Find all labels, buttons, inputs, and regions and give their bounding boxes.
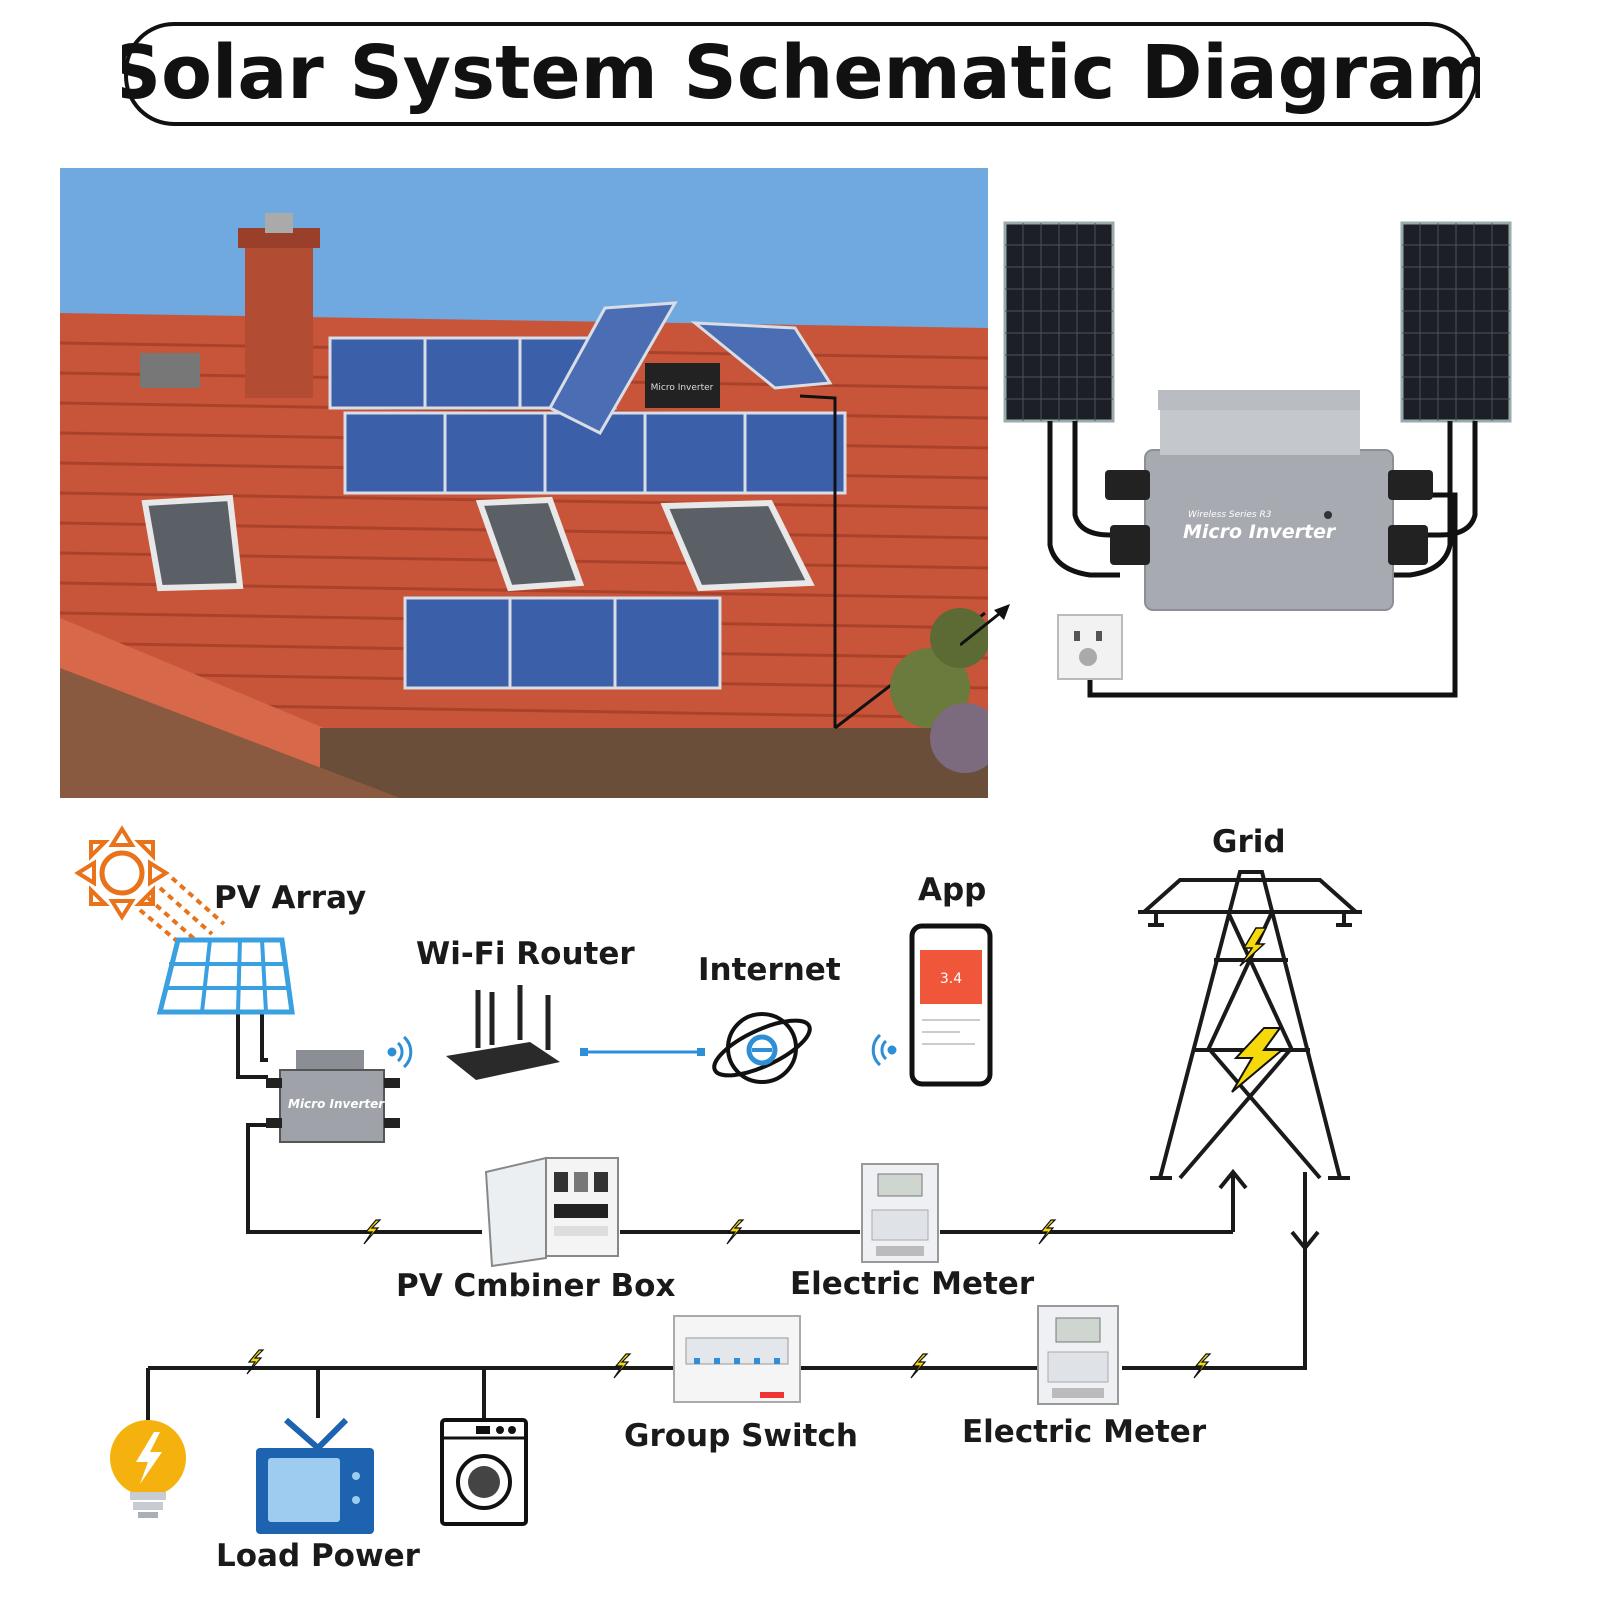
solar-panel-icon bbox=[156, 937, 295, 1015]
internet-label: Internet bbox=[698, 952, 841, 988]
tv-icon bbox=[256, 1417, 374, 1534]
wifi-signal-icon bbox=[871, 1033, 897, 1067]
solar-panel-icon bbox=[1400, 221, 1512, 423]
group-switch-icon bbox=[673, 1315, 801, 1403]
small-inverter-label: Micro Inverter bbox=[288, 1097, 385, 1111]
electric-meter-1-label: Electric Meter bbox=[790, 1266, 1035, 1302]
transmission-tower-icon bbox=[1138, 870, 1362, 1180]
inverter-illustration: Wireless Series R3 Micro Inverter bbox=[1000, 205, 1580, 735]
load-power-label: Load Power bbox=[216, 1538, 420, 1574]
roof-inverter-text: Micro Inverter bbox=[651, 383, 714, 393]
inverter-label: Micro Inverter bbox=[1183, 521, 1337, 543]
wall-socket-icon bbox=[1057, 614, 1123, 680]
solar-panel-icon bbox=[1003, 221, 1115, 423]
schematic: Micro Inverter 3.4 bbox=[74, 825, 1362, 1534]
washing-machine-icon bbox=[440, 1418, 528, 1526]
combiner-box-icon bbox=[484, 1156, 619, 1268]
sun-icon bbox=[74, 825, 170, 921]
lightning-bolt-icon bbox=[1239, 927, 1268, 967]
micro-inverter-icon: Micro Inverter bbox=[266, 1050, 400, 1143]
wifi-router-label: Wi-Fi Router bbox=[416, 936, 635, 972]
lightning-bolt-icon bbox=[246, 1349, 264, 1375]
combiner-box-label: PV Cmbiner Box bbox=[396, 1268, 676, 1304]
electric-meter-icon bbox=[861, 1163, 939, 1263]
lightning-bolt-icon bbox=[1231, 1027, 1285, 1093]
router-icon bbox=[446, 985, 560, 1080]
app-label: App bbox=[918, 872, 987, 908]
title-text: Solar System Schematic Diagram bbox=[122, 30, 1480, 116]
pv-array-label: PV Array bbox=[214, 880, 367, 916]
app-reading: 3.4 bbox=[940, 971, 962, 987]
roof-photo: Micro Inverter bbox=[60, 168, 988, 798]
page-title: Solar System Schematic Diagram bbox=[108, 18, 1494, 130]
micro-inverter-icon: Wireless Series R3 Micro Inverter bbox=[1105, 390, 1433, 611]
electric-meter-2-label: Electric Meter bbox=[962, 1414, 1207, 1450]
arrow-icon bbox=[960, 604, 1010, 647]
electric-meter-icon bbox=[1037, 1305, 1119, 1405]
wifi-signal-icon bbox=[387, 1035, 413, 1069]
inverter-series-text: Wireless Series R3 bbox=[1188, 510, 1272, 520]
phone-app-icon: 3.4 bbox=[909, 923, 993, 1087]
group-switch-label: Group Switch bbox=[624, 1418, 858, 1454]
light-bulb-icon bbox=[110, 1420, 186, 1518]
grid-label: Grid bbox=[1212, 824, 1286, 860]
internet-globe-icon bbox=[712, 1012, 812, 1084]
